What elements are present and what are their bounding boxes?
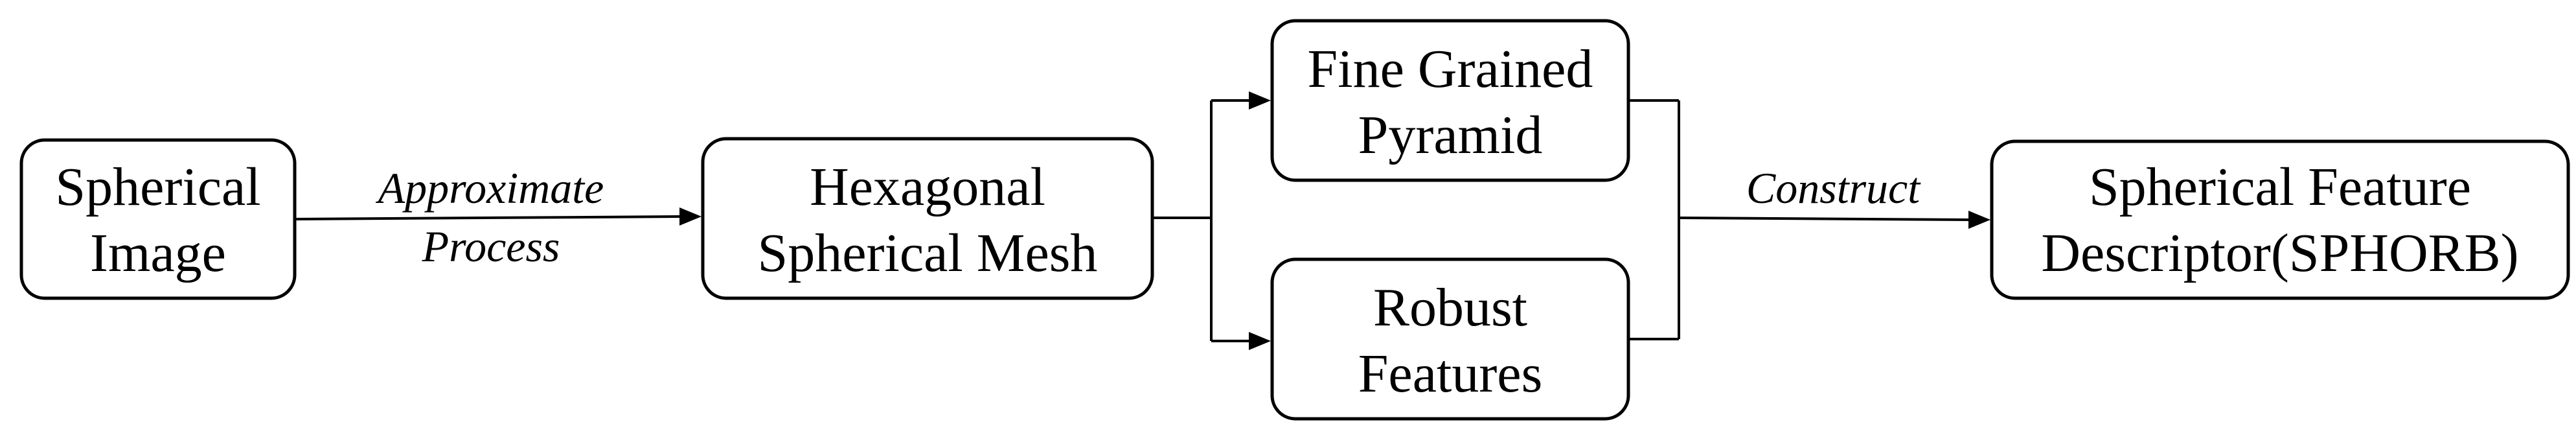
node-robust-features-line1: Robust [1373,277,1527,338]
edge-construct: Construct [1678,163,1990,229]
edge-construct-line [1678,217,1970,221]
edge-construct-arrowhead [1968,211,1990,229]
node-hexagonal-mesh-line2: Spherical Mesh [758,223,1098,283]
node-robust-features: Robust Features [1270,257,1630,421]
edge-construct-label: Construct [1746,163,1921,213]
node-spherical-image: Spherical Image [19,138,297,300]
edge-approximate-process-arrowhead [679,207,701,226]
node-hexagonal-mesh: Hexagonal Spherical Mesh [701,137,1154,300]
edge-approximate-process-line [294,215,681,220]
node-fine-grained-pyramid: Fine Grained Pyramid [1270,19,1630,182]
edge-branch-to-robust-arrowhead [1249,332,1271,350]
edge-branch-split [1152,91,1271,350]
node-fine-grained-pyramid-line2: Pyramid [1358,105,1543,165]
node-feature-descriptor-line2: Descriptor(SPHORB) [2041,223,2518,283]
edge-approximate-process-label-line1: Approximate [376,163,604,213]
node-feature-descriptor-line1: Spherical Feature [2089,157,2471,217]
edge-branch-merge [1628,99,1680,340]
edge-branch-to-pyramid-arrowhead [1249,91,1271,110]
node-feature-descriptor-box [1990,139,2570,300]
node-hexagonal-mesh-line1: Hexagonal [810,157,1045,217]
node-robust-features-line2: Features [1358,344,1543,404]
node-feature-descriptor: Spherical Feature Descriptor(SPHORB) [1990,139,2570,300]
edge-approximate-process: Approximate Process [294,163,701,271]
node-spherical-image-line1: Spherical [55,157,260,217]
edge-approximate-process-label-line2: Process [422,222,560,271]
node-fine-grained-pyramid-line1: Fine Grained [1308,39,1593,99]
node-spherical-image-line2: Image [90,223,226,283]
